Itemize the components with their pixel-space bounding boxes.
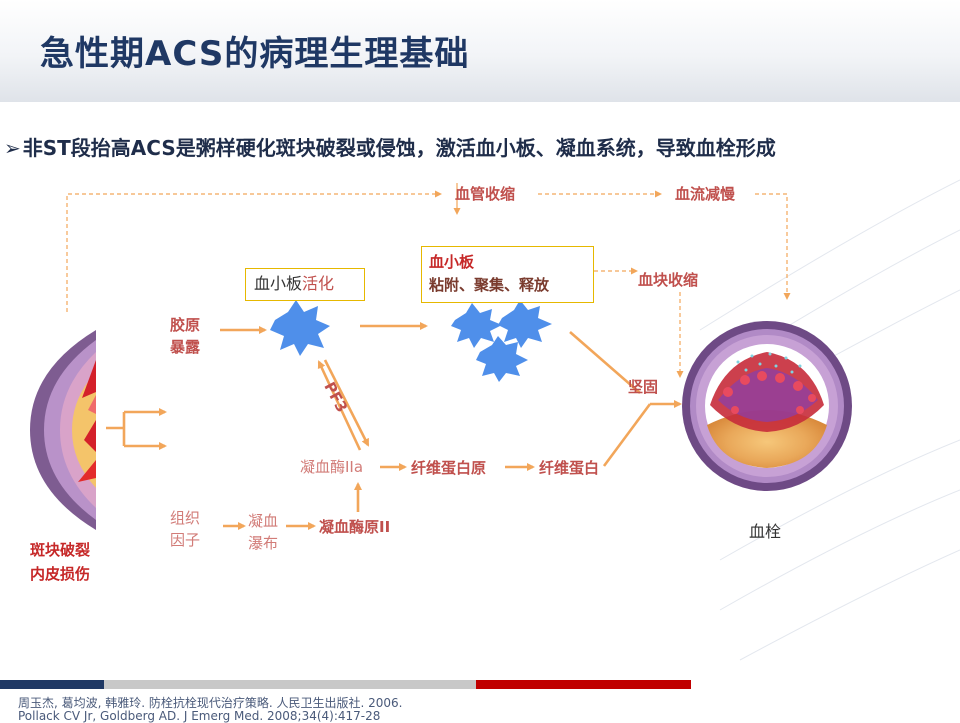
aggregated-platelets-icon [451,300,552,382]
header-band [0,0,960,102]
label-coagulation-cascade: 凝血 瀑布 [248,510,278,554]
bullet-arrow-icon: ➢ [4,136,21,160]
footer-bar-gray [104,680,476,689]
label-prothrombin: 凝血酶原II [319,518,391,536]
label-collagen-line2: 暴露 [170,338,201,356]
label-clot-retraction: 血块收缩 [638,271,699,289]
footer-bar-navy [0,680,104,689]
label-collagen-line1: 胶原 [170,316,201,334]
dashed-feedback-arrows [66,183,791,378]
reference-2: Pollack CV Jr, Goldberg AD. J Emerg Med.… [18,709,381,723]
label-cascade-line1: 凝血 [248,512,279,530]
label-plaque-line2: 内皮损伤 [30,565,91,583]
label-platelet-title: 血小板 [429,253,475,271]
label-thrombus: 血栓 [749,522,782,541]
bullet-statement: ➢非ST段抬高ACS是粥样硬化斑块破裂或侵蚀，激活血小板、凝血系统，导致血栓形成 [4,132,776,161]
platelet-actions-box [421,246,594,303]
label-tissue-factor-line1: 组织 [170,509,201,527]
label-platelet-activation: 血小板活化 [254,273,334,295]
label-cascade-line2: 瀑布 [248,534,279,552]
label-fibrin: 纤维蛋白 [539,459,600,477]
label-vessel-constriction: 血管收缩 [455,185,516,203]
label-tissue-factor-line2: 因子 [170,531,201,549]
label-platelet-actions: 粘附、聚集、释放 [429,276,550,294]
solid-arrows [106,322,682,530]
label-fibrinogen: 纤维蛋白原 [411,459,487,477]
footer-bar-red [476,680,691,689]
label-collagen-exposure: 胶原 暴露 [170,314,200,358]
bullet-text: 非ST段抬高ACS是粥样硬化斑块破裂或侵蚀，激活血小板、凝血系统，导致血栓形成 [22,136,776,160]
label-flow-reduction: 血流减慢 [675,185,736,203]
label-tissue-factor: 组织 因子 [170,507,200,551]
page-title: 急性期ACS的病理生理基础 [40,34,470,74]
thrombus-illustration [682,321,852,491]
reference-1: 周玉杰, 葛均波, 韩雅玲. 防栓抗栓现代治疗策略. 人民卫生出版社. 2006… [18,696,403,710]
label-platelet-activation-prefix: 血小板 [254,274,303,293]
label-plaque-line1: 斑块破裂 [30,541,91,559]
footer-bar-blank [691,680,960,689]
label-platelet-activation-suffix: 活化 [302,274,335,293]
activated-platelet-icon [270,300,330,356]
platelet-activation-box [245,268,365,301]
label-stabilize: 坚固 [628,378,659,396]
ruptured-plaque-illustration [30,330,96,530]
label-plaque-rupture: 斑块破裂 内皮损伤 [30,538,90,586]
label-thrombin: 凝血酶IIa [300,458,364,476]
